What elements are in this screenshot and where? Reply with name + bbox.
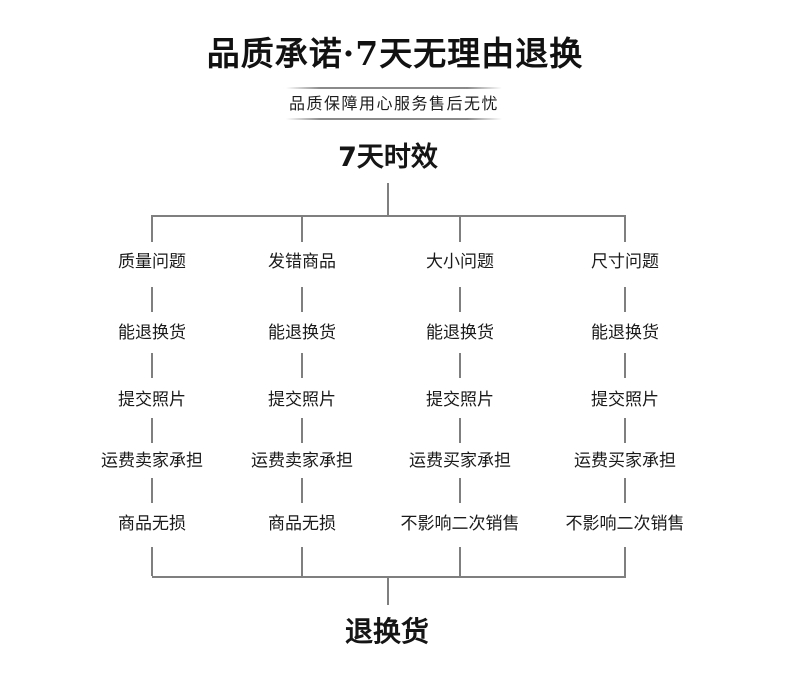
flow-column-size: 大小问题 能退换货 提交照片 运费买家承担 不影响二次销售 <box>375 215 545 578</box>
connector-line <box>301 478 303 503</box>
step-label: 能退换货 <box>268 323 336 343</box>
subtitle-banner: 品质保障用心服务售后无忧 <box>286 87 502 120</box>
result-connector-line <box>387 578 389 605</box>
connector-line <box>459 478 461 503</box>
connector-line <box>459 353 461 378</box>
connector-line <box>624 353 626 378</box>
step-label: 商品无损 <box>268 514 336 534</box>
connector-line <box>301 418 303 443</box>
branch-bar-top <box>152 215 626 217</box>
connector-line <box>459 418 461 443</box>
divider-line-top <box>286 87 502 89</box>
root-connector-line <box>387 183 389 215</box>
step-label: 能退换货 <box>591 323 659 343</box>
connector-line <box>151 215 153 242</box>
connector-line <box>624 478 626 503</box>
connector-line <box>151 418 153 443</box>
connector-line <box>301 215 303 242</box>
connector-line <box>624 287 626 312</box>
step-label: 不影响二次销售 <box>400 514 520 534</box>
step-label: 提交照片 <box>268 390 336 410</box>
step-label: 运费买家承担 <box>574 451 676 471</box>
issue-label: 质量问题 <box>118 252 186 272</box>
flow-result-label: 退换货 <box>344 615 430 648</box>
connector-line <box>624 215 626 242</box>
branch-bar-bottom <box>152 576 626 578</box>
step-label: 能退换货 <box>118 323 186 343</box>
connector-line <box>151 547 153 576</box>
issue-label: 尺寸问题 <box>591 252 659 272</box>
connector-line <box>301 353 303 378</box>
page-title: 品质承诺·7天无理由退换 <box>206 34 584 73</box>
step-label: 运费卖家承担 <box>251 451 353 471</box>
issue-label: 大小问题 <box>426 252 494 272</box>
step-label: 提交照片 <box>591 390 659 410</box>
step-label: 商品无损 <box>118 514 186 534</box>
flow-column-dimension: 尺寸问题 能退换货 提交照片 运费买家承担 不影响二次销售 <box>540 215 710 578</box>
connector-line <box>151 287 153 312</box>
step-label: 运费买家承担 <box>409 451 511 471</box>
divider-line-bottom <box>286 118 502 120</box>
step-label: 提交照片 <box>426 390 494 410</box>
flow-root-label: 7天时效 <box>338 142 438 173</box>
connector-line <box>151 478 153 503</box>
step-label: 提交照片 <box>118 390 186 410</box>
issue-label: 发错商品 <box>268 252 336 272</box>
step-label: 能退换货 <box>426 323 494 343</box>
step-label: 运费卖家承担 <box>101 451 203 471</box>
connector-line <box>624 547 626 576</box>
flow-column-quality: 质量问题 能退换货 提交照片 运费卖家承担 商品无损 <box>67 215 237 578</box>
connector-line <box>301 287 303 312</box>
connector-line <box>151 353 153 378</box>
flow-column-wrong-item: 发错商品 能退换货 提交照片 运费卖家承担 商品无损 <box>217 215 387 578</box>
connector-line <box>459 215 461 242</box>
connector-line <box>624 418 626 443</box>
connector-line <box>459 547 461 576</box>
step-label: 不影响二次销售 <box>565 514 685 534</box>
connector-line <box>459 287 461 312</box>
subtitle-text: 品质保障用心服务售后无忧 <box>288 94 499 113</box>
connector-line <box>301 547 303 576</box>
